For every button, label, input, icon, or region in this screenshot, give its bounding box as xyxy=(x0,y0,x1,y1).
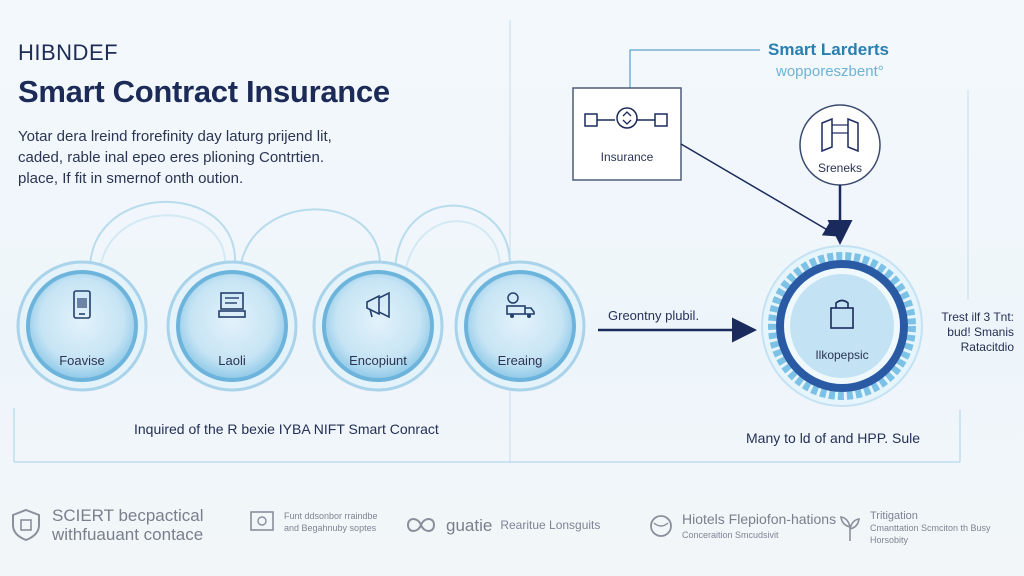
mobile-device-icon xyxy=(73,290,91,319)
description-line: Yotar dera lreind frorefinity day laturg… xyxy=(18,128,332,145)
footer-partner-text: guatie xyxy=(446,515,493,535)
description-line: place, If fit in smernof onth oution. xyxy=(18,170,244,187)
description-line: caded, rable inal epeo eres plioning Con… xyxy=(18,149,325,166)
insurance-box: Insurance xyxy=(573,88,681,180)
infinity-icon xyxy=(406,518,436,532)
footer-partner-2: Funt ddsonbor rraindbe and Begahnuby sop… xyxy=(248,508,378,536)
page-title: Smart Contract Insurance xyxy=(18,74,390,109)
insurance-icon xyxy=(584,107,668,129)
flow-circle-rings xyxy=(16,260,586,392)
page-description: Yotar dera lreind frorefinity day laturg… xyxy=(18,126,398,189)
side-note-line: bud! Smanis xyxy=(947,325,1014,339)
arrow-label: Greontny plubil. xyxy=(608,308,700,323)
side-note: Trest ilf 3 Tnt: bud! Smanis Ratacitdio xyxy=(914,310,1014,355)
certificate-icon xyxy=(250,511,274,531)
leaf-icon xyxy=(840,516,860,541)
footer-partner-5: Tritigation Cmanttation Scmciton th Busy… xyxy=(838,510,991,546)
footer-partner-4: Hiotels Flepiofon-hations Conceraition S… xyxy=(648,510,836,541)
footer-partner-text: Tritigation xyxy=(870,510,918,522)
footer-partner-text: and Begahnuby soptes xyxy=(284,523,377,533)
flow-step-label: Foavise xyxy=(59,353,105,368)
main-result-circle: Ilkopepsic xyxy=(790,274,894,378)
footer-partner-text: withfuauant contace xyxy=(52,525,204,544)
right-caption: Many to ld of and HPP. Sule xyxy=(746,430,921,446)
footer-partner-text: Rearitue Lonsguits xyxy=(500,518,601,532)
flow-step-3: Encopiunt xyxy=(323,288,433,368)
footer-partner-text: Hiotels Flepiofon-hations xyxy=(682,511,837,527)
insurance-box-label: Insurance xyxy=(600,150,654,164)
footer-partner-3: guatie Rearitue Lonsguits xyxy=(404,514,600,536)
side-note-line: Trest ilf 3 Tnt: xyxy=(941,310,1014,324)
sreneks-circle: Sreneks xyxy=(800,105,880,185)
right-panel-subtitle: wopporeszbent° xyxy=(776,63,884,80)
flow-step-2: Laoli xyxy=(177,288,287,368)
truck-route-icon xyxy=(506,292,535,318)
flow-caption: Inquired of the R bexie IYBA NIFT Smart … xyxy=(134,421,439,437)
flow-step-label: Ereaing xyxy=(497,353,543,368)
footer-partner-text: Cmanttation Scmciton th Busy xyxy=(870,523,991,533)
side-note-line: Ratacitdio xyxy=(960,340,1014,354)
flow-step-1: Foavise xyxy=(27,288,137,368)
footer-partner-text: Funt ddsonbor rraindbe xyxy=(284,511,378,521)
megaphone-icon xyxy=(366,291,390,319)
footer-partner-text: Horsobity xyxy=(870,535,909,545)
gate-icon xyxy=(821,117,859,153)
flow-step-4: Ereaing xyxy=(465,288,575,368)
sreneks-label: Sreneks xyxy=(817,161,863,175)
flow-step-label: Laoli xyxy=(218,353,246,368)
footer-partner-text: SCIERT becpactical xyxy=(52,506,204,525)
right-panel-title: Smart Larderts xyxy=(768,40,889,59)
shopping-bag-icon xyxy=(830,299,854,329)
globe-icon xyxy=(650,514,672,537)
main-circle-label: Ilkopepsic xyxy=(815,348,869,362)
footer-partner-1: SCIERT becpactical withfuauant contace xyxy=(8,506,204,544)
footer-partner-text: Conceraition Smcudsivit xyxy=(682,530,779,540)
flow-step-label: Encopiunt xyxy=(349,353,407,368)
brand-name: HIBNDEF xyxy=(18,40,119,65)
shield-icon xyxy=(12,508,40,542)
document-stack-icon xyxy=(218,292,246,318)
